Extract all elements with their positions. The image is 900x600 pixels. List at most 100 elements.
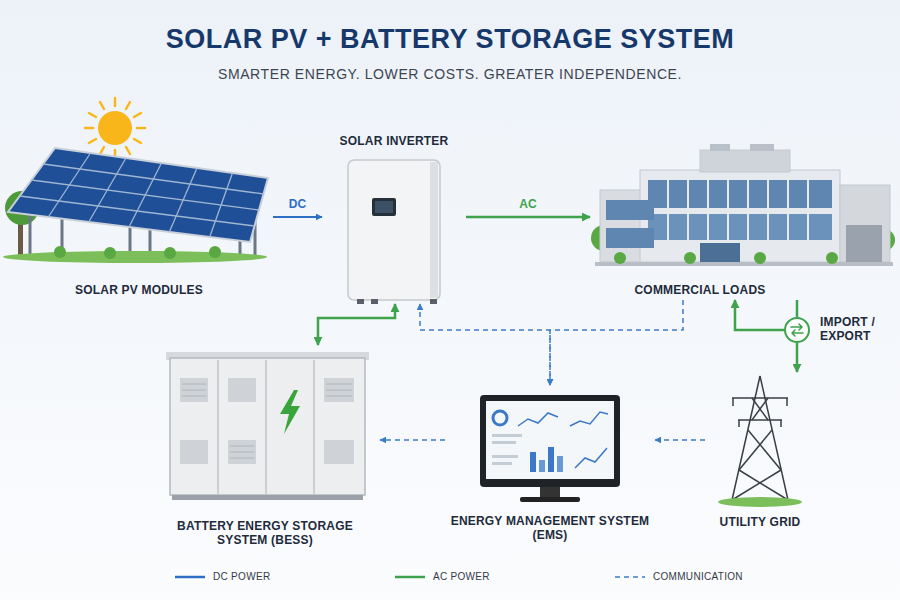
sun-icon-part — [126, 147, 130, 154]
inverter-figure-part — [430, 299, 437, 304]
inverter-figure-part — [357, 299, 364, 304]
building-figure-part — [640, 170, 840, 262]
node-label: UTILITY GRID — [705, 515, 815, 529]
node-label: BATTERY ENERGY STORAGE SYSTEM (BESS) — [173, 519, 358, 547]
exchange-arrows — [791, 324, 803, 336]
connectors — [273, 217, 797, 440]
edge-label: DC — [278, 197, 318, 211]
building-figure-part — [684, 252, 696, 264]
inverter-figure-part — [375, 201, 393, 213]
grid-node: UTILITY GRID — [705, 372, 815, 532]
sun-icon — [85, 98, 145, 158]
transmission-tower-part — [718, 497, 802, 507]
battery-container — [166, 352, 369, 500]
building-figure-part-part — [687, 180, 689, 240]
battery-container-part — [180, 378, 354, 464]
building-figure-part-part — [787, 180, 789, 240]
battery-container-part-part — [182, 384, 206, 385]
solar-array-figure-part-part — [43, 164, 263, 194]
legend-samples-part — [395, 576, 425, 579]
import-export-meter: IMPORT / EXPORT — [784, 317, 810, 343]
inverter-figure-part — [371, 299, 378, 304]
battery-container-part-part — [265, 360, 267, 495]
power-line — [796, 343, 799, 372]
solar-array-figure-part — [209, 246, 221, 258]
ems-monitor-figure-part — [518, 413, 558, 426]
battery-container-part-part — [228, 440, 256, 464]
battery-container-part-part — [230, 452, 254, 453]
battery-container-part-part — [180, 440, 208, 464]
transmission-tower-part — [732, 398, 734, 406]
ems-monitor-figure-part — [492, 441, 516, 444]
building-figure-part — [595, 262, 893, 266]
transmission-tower-part — [732, 470, 781, 500]
building-figure-part — [700, 150, 790, 172]
sun-icon-part — [89, 139, 96, 143]
building-figure-part-part — [707, 180, 709, 240]
building-figure-part — [826, 252, 838, 264]
legend-label: COMMUNICATION — [653, 571, 743, 582]
inverter-figure — [348, 160, 440, 304]
transmission-tower-part — [738, 419, 782, 421]
ems-monitor-figure-part — [492, 434, 522, 437]
battery-node: BATTERY ENERGY STORAGE SYSTEM (BESS) — [150, 345, 380, 550]
solar-array-figure-part-part — [129, 226, 132, 255]
battery-container-part-part — [324, 378, 354, 402]
node-label: IMPORT / EXPORT — [820, 315, 892, 343]
transmission-tower-part — [752, 398, 768, 420]
ems-monitor-figure-part — [575, 448, 607, 468]
ems-monitor-figure — [480, 395, 620, 502]
transmission-tower-part — [738, 420, 740, 427]
power-line — [466, 216, 590, 219]
building-figure-part-part — [747, 180, 749, 240]
power-line — [796, 300, 799, 317]
inverter-figure-part — [430, 162, 438, 298]
building-figure-part — [750, 144, 774, 151]
battery-container-part-part — [182, 390, 206, 391]
ems-monitor-figure-part — [486, 401, 614, 479]
sun-icon-part — [89, 113, 96, 117]
battery-container-part-part — [230, 446, 254, 447]
transmission-tower-part — [739, 430, 772, 470]
building-figure-part — [754, 252, 766, 264]
building-figure-part-part — [667, 180, 669, 240]
solar-array-figure-part — [3, 251, 267, 263]
solar-array-figure-part — [8, 148, 268, 242]
solar-array-figure-part — [104, 247, 116, 259]
solar-array-figure-part-part — [29, 212, 32, 255]
node-label: SOLAR PV MODULES — [39, 283, 239, 297]
subtitle: SMARTER ENERGY. LOWER COSTS. GREATER IND… — [0, 66, 900, 82]
solar-array-figure-part-part — [20, 196, 255, 226]
battery-container-part-part — [182, 396, 206, 397]
battery-container-part-part — [228, 378, 256, 402]
transmission-tower-part — [732, 376, 760, 500]
ems-monitor-figure-part — [539, 460, 545, 472]
battery-container-part — [172, 495, 363, 500]
building-figure-part — [648, 214, 832, 240]
node-label: SOLAR INVERTER — [324, 134, 464, 148]
ems-monitor-figure-part — [548, 447, 554, 472]
building-figure-part — [700, 243, 740, 262]
power-line — [318, 304, 395, 345]
power-line — [273, 216, 322, 218]
sun-icon-part — [114, 98, 117, 106]
sun-icon-part — [98, 111, 132, 145]
pv-array-node: SOLAR PV MODULES — [5, 100, 273, 300]
transmission-tower-part — [748, 430, 781, 470]
ems-monitor-figure-part — [520, 497, 580, 502]
sun-icon-part — [100, 102, 104, 109]
battery-container-part — [182, 384, 352, 458]
communication-link — [380, 439, 445, 441]
sun-icon-part — [137, 127, 145, 130]
battery-container-part-part — [313, 360, 315, 495]
communication-link — [420, 304, 550, 385]
battery-container-part-part — [326, 390, 352, 391]
load-node: COMMERCIAL LOADS — [590, 140, 894, 300]
battery-container-part — [218, 360, 314, 495]
battery-container-part-part — [324, 440, 354, 464]
transmission-tower-part — [760, 376, 788, 500]
sun-icon-part — [134, 139, 141, 143]
